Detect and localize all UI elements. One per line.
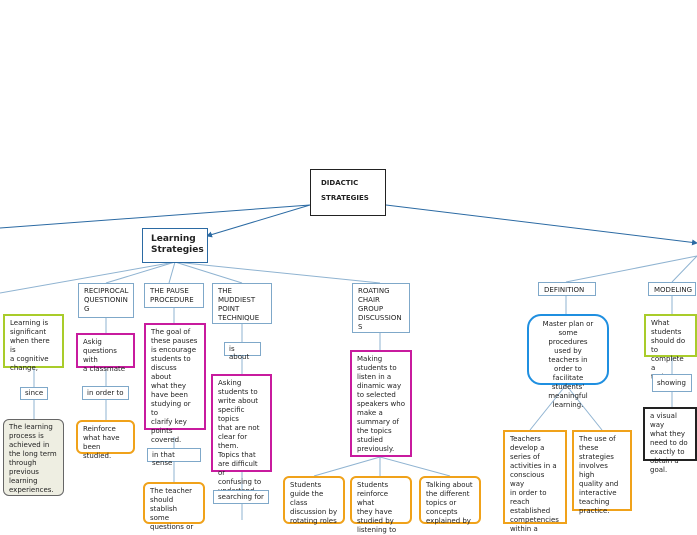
note-what-students[interactable]: What students should do to complete a ta… bbox=[644, 314, 697, 381]
note-students-reinforce[interactable]: Students reinforce what they have studie… bbox=[350, 476, 412, 534]
note-students-guide[interactable]: Students guide the class discussion by r… bbox=[283, 476, 345, 525]
label-searching-for[interactable]: searching for bbox=[213, 490, 269, 504]
note-pause-goal[interactable]: The goal of these pauses is encourage st… bbox=[144, 323, 206, 444]
note-teacher-should[interactable]: The teacher should stablish some questio… bbox=[143, 482, 205, 531]
link-central-left-edge bbox=[0, 204, 311, 229]
note-talking-about[interactable]: Talking about the different topics or co… bbox=[419, 476, 481, 525]
note-asking-classmate[interactable]: Askig questions with a classmate bbox=[76, 333, 135, 373]
central-topic-didactic-strategies[interactable]: DIDACTIC STRATEGIES bbox=[310, 169, 386, 216]
note-visual-way[interactable]: a visual way what they need to do exactl… bbox=[643, 407, 697, 474]
link-central-right-edge bbox=[385, 204, 697, 246]
label-in-order-to[interactable]: in order to bbox=[82, 386, 129, 400]
label-showing[interactable]: showing bbox=[652, 374, 692, 392]
topic-roating-chair[interactable]: ROATING CHAIR GROUP DISCUSSION S bbox=[352, 283, 410, 333]
note-learning-significant[interactable]: Learning is significant when there is a … bbox=[3, 314, 64, 372]
link-central-learning bbox=[206, 204, 311, 238]
note-teachers-develop[interactable]: Teachers develop a series of activities … bbox=[503, 430, 567, 533]
topic-reciprocal-questioning[interactable]: RECIPROCAL QUESTIONIN G bbox=[78, 283, 134, 318]
note-master-plan[interactable]: Master plan or some procedures used by t… bbox=[527, 314, 609, 409]
label-in-that-sense[interactable]: in that sense bbox=[147, 448, 201, 467]
topic-modeling[interactable]: MODELING bbox=[648, 282, 696, 296]
note-learning-process[interactable]: The learning process is achieved in the … bbox=[3, 419, 64, 496]
main-topic-learning-strategies[interactable]: Learning Strategies bbox=[142, 228, 208, 263]
note-asking-specific[interactable]: Asking students to write about specific … bbox=[211, 374, 272, 495]
topic-pause-procedure[interactable]: THE PAUSE PROCEDURE bbox=[144, 283, 204, 308]
label-is-about[interactable]: is about bbox=[224, 342, 261, 361]
note-making-students[interactable]: Making students to listen in a dinamic w… bbox=[350, 350, 412, 457]
topic-muddiest-point[interactable]: THE MUDDIEST POINT TECHNIQUE bbox=[212, 283, 272, 324]
note-reinforce[interactable]: Reinforce what have been studied. bbox=[76, 420, 135, 460]
connector-lines bbox=[0, 204, 697, 520]
note-use-of-strategies[interactable]: The use of these strategies involves hig… bbox=[572, 430, 632, 515]
topic-definition[interactable]: DEFINITION bbox=[538, 282, 596, 296]
label-since[interactable]: since bbox=[20, 387, 48, 400]
